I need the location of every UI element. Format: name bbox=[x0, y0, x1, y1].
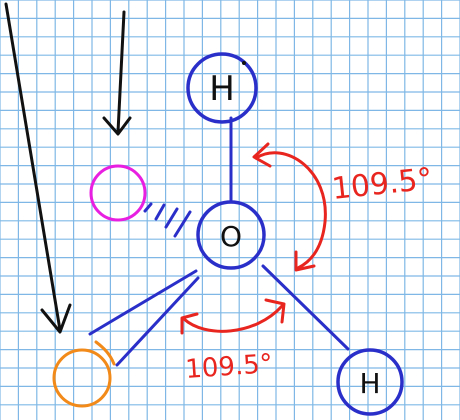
lone-pair-bottom-cup bbox=[94, 340, 116, 366]
angle-arc-right-head-top bbox=[252, 142, 272, 168]
angle-arc-right bbox=[254, 151, 327, 270]
angle-arc-right-head-bottom bbox=[294, 250, 316, 272]
pointer-arrows bbox=[4, 2, 132, 334]
angle-arc-bottom bbox=[182, 304, 284, 333]
arrow-to-bottom-lone-pair bbox=[4, 2, 72, 334]
bond-o-h-right bbox=[261, 264, 350, 351]
hydrogen-right-atom: H bbox=[336, 348, 404, 416]
angle-arrows bbox=[180, 142, 327, 335]
hydrogen-top-atom: H bbox=[186, 52, 258, 124]
lone-pair-top-hashed-wedge bbox=[143, 202, 192, 238]
oxygen-label: O bbox=[220, 220, 242, 253]
angle-arc-bottom-head-right bbox=[264, 298, 286, 324]
lone-pair-bottom-lobe bbox=[88, 269, 200, 367]
lone-pair-top-circle bbox=[89, 164, 147, 222]
arrow-to-top-lone-pair bbox=[102, 10, 132, 136]
angle-label-bottom: 109.5° bbox=[184, 349, 273, 385]
bonds bbox=[88, 116, 350, 367]
lone-pair-bottom-circle bbox=[52, 348, 112, 408]
oxygen-atom: O bbox=[196, 200, 266, 270]
angle-arc-bottom-head-left bbox=[180, 312, 199, 335]
hydrogen-top-label: H bbox=[209, 69, 235, 109]
hydrogen-right-label: H bbox=[359, 367, 380, 400]
angle-label-right: 109.5° bbox=[330, 162, 434, 207]
